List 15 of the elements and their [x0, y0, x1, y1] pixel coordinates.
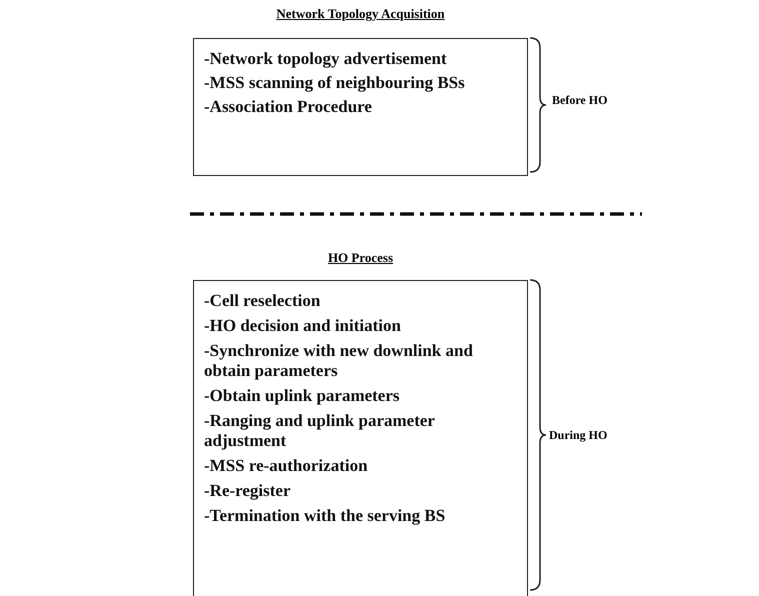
phase-label: During HO: [549, 428, 608, 443]
list-item: -Termination with the serving BS: [204, 506, 446, 526]
list-item: -HO decision and initiation: [204, 316, 402, 336]
list-item: -Network topology advertisement: [204, 49, 448, 69]
list-item: -Re-register: [204, 481, 292, 501]
list-item: -MSS re-authorization: [204, 456, 369, 476]
list-item: -MSS scanning of neighbouring BSs: [204, 73, 466, 93]
section-heading: HO Process: [326, 250, 394, 266]
section-heading: Network Topology Acquisition: [275, 6, 446, 22]
list-item: -Ranging and uplink parameter adjustment: [204, 411, 436, 451]
list-item: -Obtain uplink parameters: [204, 386, 401, 406]
phase-label: Before HO: [552, 93, 608, 108]
list-item: -Synchronize with new downlink and obtain parameters: [204, 341, 474, 381]
list-item: -Association Procedure: [204, 97, 373, 117]
list-item: -Cell reselection: [204, 291, 322, 311]
